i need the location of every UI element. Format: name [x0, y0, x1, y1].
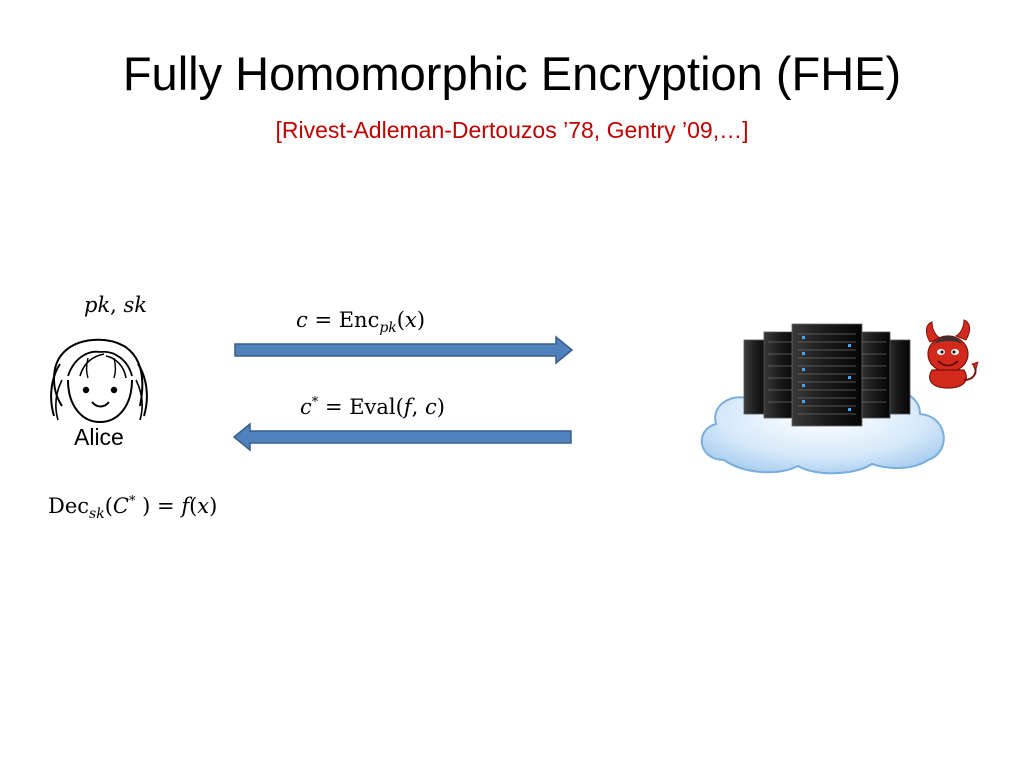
dec-close: )	[135, 494, 151, 518]
server-rack-icon	[743, 323, 911, 427]
enc-c-symbol: c	[296, 308, 308, 332]
dec-open: (	[104, 494, 113, 518]
dec-equals: =	[150, 494, 182, 518]
dec-func: Dec	[48, 494, 90, 518]
enc-label: c = Encpk(x)	[296, 308, 426, 336]
arrow-to-server	[234, 335, 574, 365]
keys-separator: ,	[110, 293, 124, 317]
enc-arg: x	[405, 308, 417, 332]
sk-symbol: sk	[123, 293, 148, 317]
slide-title: Fully Homomorphic Encryption (FHE)	[122, 47, 902, 100]
enc-func: Enc	[338, 308, 380, 332]
eval-comma: ,	[411, 395, 425, 419]
dec-equation: Decsk(C* ) = f(x)	[48, 494, 218, 522]
slide-subtitle: [Rivest-Adleman-Dertouzos ’78, Gentry ’0…	[275, 117, 749, 143]
alice-face-icon	[50, 338, 148, 424]
dec-star: *	[128, 494, 136, 509]
enc-close: )	[416, 308, 426, 332]
arrow-to-alice	[232, 422, 572, 452]
eval-star: *	[311, 395, 319, 410]
eval-f: f	[403, 395, 412, 419]
eval-func: Eval	[349, 395, 396, 419]
eval-close: )	[436, 395, 445, 419]
dec-f: f	[181, 494, 190, 518]
dec-fclose: )	[209, 494, 218, 518]
eval-c-arg: c	[425, 395, 437, 419]
pk-symbol: pk	[84, 293, 111, 317]
alice-label: Alice	[74, 424, 124, 450]
alice-keys: pk, sk	[84, 293, 147, 317]
eval-label: c* = Eval(f, c)	[300, 395, 445, 419]
dec-subscript: sk	[89, 506, 105, 522]
enc-subscript: pk	[379, 320, 397, 336]
enc-open: (	[396, 308, 405, 332]
dec-fopen: (	[189, 494, 198, 518]
enc-equals: =	[307, 308, 339, 332]
dec-c-symbol: C	[112, 494, 129, 518]
eval-c-symbol: c	[300, 395, 312, 419]
devil-icon	[925, 319, 979, 389]
eval-open: (	[395, 395, 404, 419]
dec-x: x	[197, 494, 210, 518]
eval-equals: =	[318, 395, 350, 419]
